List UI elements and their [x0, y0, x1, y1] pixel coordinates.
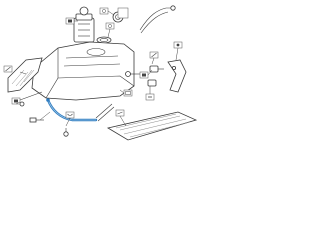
left-strap[interactable] — [19, 91, 43, 107]
bolt-icon — [145, 93, 155, 101]
clamp-mid[interactable] — [125, 71, 141, 77]
heat-shield-icon — [3, 65, 13, 73]
tank-strap-icon — [65, 111, 75, 119]
leader-lines — [15, 10, 179, 127]
skid-plate-icon — [115, 109, 125, 117]
fuel-pump-module-icon — [65, 17, 75, 25]
fuel-tank-strap[interactable] — [46, 98, 98, 122]
mounting-bracket[interactable] — [167, 59, 187, 93]
mounting-bracket-icon — [11, 97, 21, 105]
skid-plate[interactable] — [106, 111, 198, 141]
fuel-tank[interactable] — [31, 41, 135, 101]
fuel-tank-icon — [123, 89, 133, 97]
hose-clamp-icon — [173, 41, 183, 49]
bracket-icon-box — [117, 7, 129, 19]
fuel-pump-module[interactable] — [73, 6, 95, 43]
lock-ring-icon — [99, 7, 109, 15]
valve-icon — [139, 71, 149, 79]
fuel-sender-seal[interactable] — [96, 36, 112, 44]
bolt-bottom[interactable] — [63, 128, 69, 137]
filler-pipe-icon — [149, 51, 159, 59]
parts-diagram — [0, 0, 200, 147]
valve-right[interactable] — [149, 65, 164, 73]
fitting-right-lower[interactable] — [147, 79, 157, 87]
right-strap[interactable] — [95, 103, 115, 122]
seal-icon — [105, 22, 115, 30]
filler-vent-line[interactable] — [139, 5, 176, 34]
tank-heat-shield[interactable] — [7, 57, 43, 93]
diagram-canvas — [3, 5, 198, 141]
